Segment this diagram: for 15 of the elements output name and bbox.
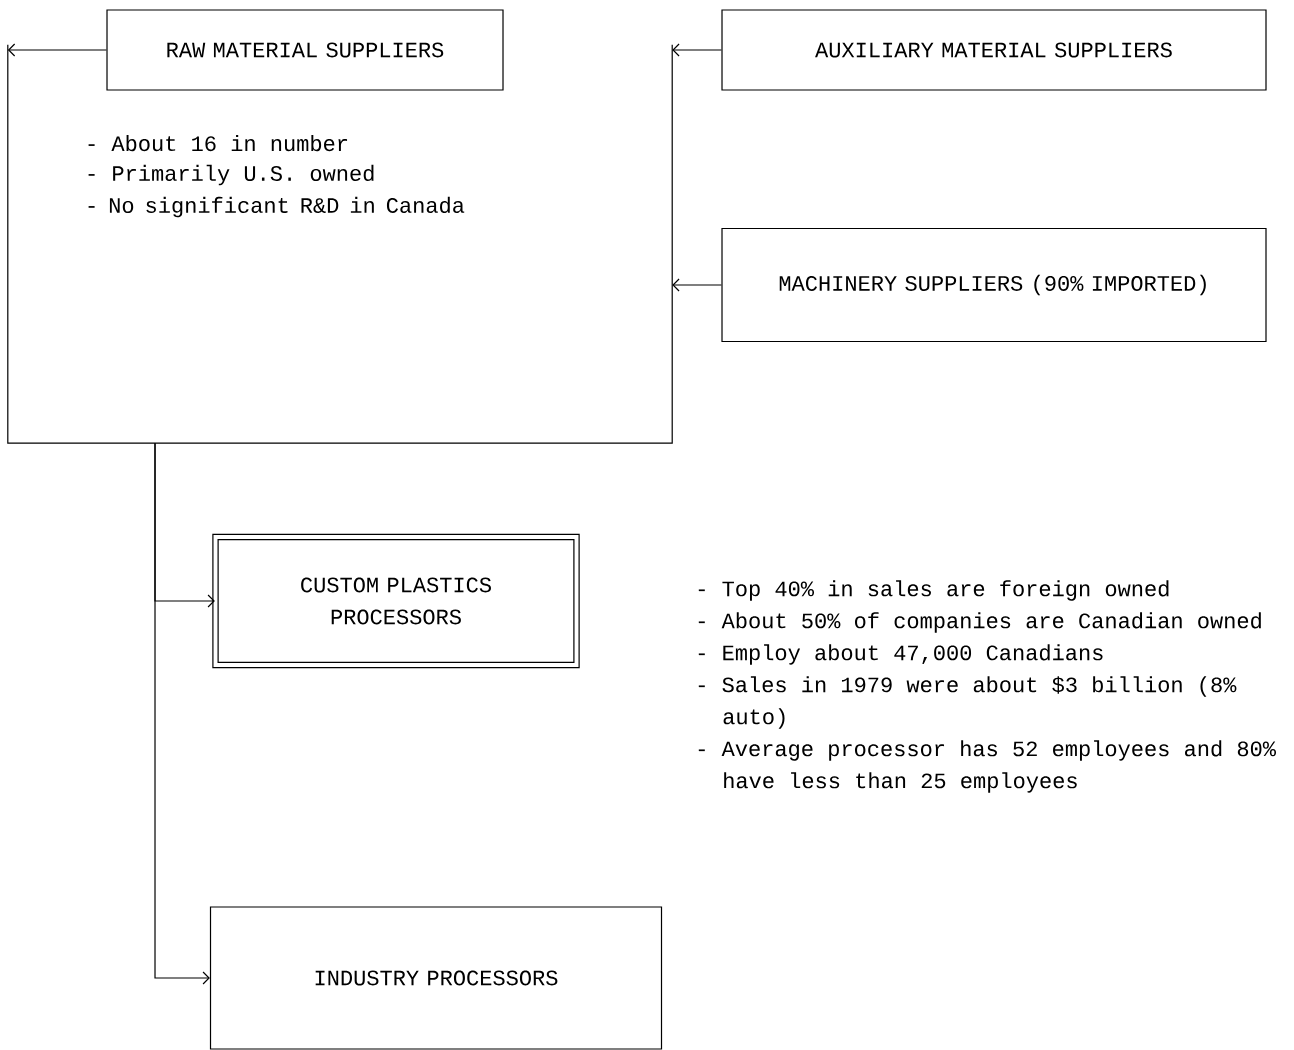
process-box: RAW MATERIAL SUPPLIERS bbox=[106, 9, 504, 91]
arrow bbox=[672, 43, 722, 57]
process-box: MACHINERY SUPPLIERS (90% IMPORTED) bbox=[721, 227, 1267, 343]
process-box: INDUSTRY PROCESSORS bbox=[209, 906, 663, 1050]
label: - Sales in 1979 were about $3 billion (8% auto) bbox=[698, 676, 1237, 729]
process-box: AUXILIARY MATERIAL SUPPLIERS bbox=[721, 9, 1267, 91]
arrow bbox=[7, 43, 107, 57]
label: - About 50% of companies are Canadian owned bbox=[698, 612, 1261, 633]
label: - Average processor has 52 employees and 80% have less than 25 employees bbox=[698, 740, 1277, 793]
label: - Top 40% in sales are foreign owned bbox=[698, 580, 1169, 601]
label: - Employ about 47,000 Canadians bbox=[698, 644, 1103, 665]
note-list: - Top 40% in sales are foreign owned - About 50% of companies are Canadian owned - Employ about 47,000 Canadians - Sales in 1979 were about $3 billion (8% auto) - Average processor has 52 employees and 80% have less than 25 employees bbox=[698, 580, 1276, 793]
arrow bbox=[154, 442, 210, 985]
arrow bbox=[672, 278, 722, 292]
process-box: CUSTOM PLASTICS PROCESSORS bbox=[212, 533, 580, 669]
